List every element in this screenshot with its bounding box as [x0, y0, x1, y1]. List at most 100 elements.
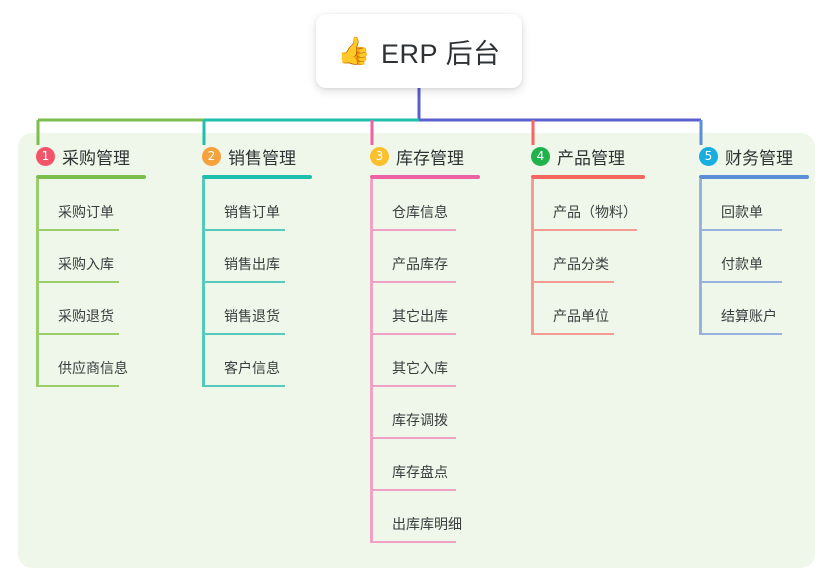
leaf-item-label: 供应商信息 — [58, 360, 128, 376]
branch-trunk-2 — [202, 179, 205, 387]
leaf-item-underline — [202, 385, 285, 387]
leaf-item[interactable]: 销售退货 — [202, 283, 299, 335]
leaf-item[interactable]: 销售订单 — [202, 179, 299, 231]
leaf-item-underline — [370, 489, 456, 491]
leaf-item[interactable]: 产品单位 — [531, 283, 628, 335]
leaf-item-label: 仓库信息 — [392, 204, 448, 220]
leaf-item-underline — [531, 333, 614, 335]
branch-underline-2 — [202, 175, 312, 179]
leaf-item-underline — [370, 229, 456, 231]
leaf-item[interactable]: 仓库信息 — [370, 179, 470, 231]
leaf-item-underline — [531, 229, 637, 231]
branch-trunk-3 — [370, 179, 373, 543]
leaf-item-label: 结算账户 — [721, 308, 777, 324]
leaf-item-label: 销售退货 — [224, 308, 280, 324]
branch-title-5: 财务管理 — [725, 148, 793, 168]
leaf-item-label: 采购退货 — [58, 308, 114, 324]
leaf-item[interactable]: 供应商信息 — [36, 335, 133, 387]
leaf-item-underline — [36, 333, 119, 335]
leaf-item-underline — [36, 385, 119, 387]
leaf-item-label: 客户信息 — [224, 360, 280, 376]
leaf-item[interactable]: 回款单 — [699, 179, 796, 231]
branch-header-5[interactable]: 5 财务管理 — [699, 143, 809, 169]
leaf-item-underline — [202, 281, 285, 283]
leaf-item[interactable]: 其它入库 — [370, 335, 470, 387]
leaf-item-label: 其它入库 — [392, 360, 448, 376]
leaf-item-label: 采购入库 — [58, 256, 114, 272]
leaf-item[interactable]: 其它出库 — [370, 283, 470, 335]
diagram-background-panel — [18, 133, 815, 568]
branch-underline-3 — [370, 175, 480, 179]
branch-underline-4 — [531, 175, 645, 179]
branch-leaf-list-3: 仓库信息产品库存其它出库其它入库库存调拨库存盘点出库库明细 — [370, 179, 480, 543]
leaf-item-label: 付款单 — [721, 256, 763, 272]
leaf-item[interactable]: 库存调拨 — [370, 387, 470, 439]
leaf-item-label: 库存盘点 — [392, 464, 448, 480]
root-node-card[interactable]: 👍 ERP 后台 — [316, 14, 522, 88]
leaf-item-label: 产品（物料） — [553, 204, 637, 220]
leaf-item[interactable]: 付款单 — [699, 231, 796, 283]
leaf-item-label: 其它出库 — [392, 308, 448, 324]
leaf-item-label: 销售出库 — [224, 256, 280, 272]
branch-badge-2: 2 — [202, 146, 221, 166]
branch-underline-1 — [36, 175, 146, 179]
branch-leaf-list-2: 销售订单销售出库销售退货客户信息 — [202, 179, 312, 387]
leaf-item[interactable]: 客户信息 — [202, 335, 299, 387]
branch-column-1: 1 采购管理采购订单采购入库采购退货供应商信息 — [36, 143, 146, 387]
leaf-item[interactable]: 产品（物料） — [531, 179, 651, 231]
leaf-item[interactable]: 库存盘点 — [370, 439, 470, 491]
leaf-item-label: 采购订单 — [58, 204, 114, 220]
leaf-item-underline — [699, 281, 782, 283]
leaf-item-label: 出库库明细 — [392, 516, 462, 532]
leaf-item[interactable]: 结算账户 — [699, 283, 796, 335]
leaf-item-label: 产品单位 — [553, 308, 609, 324]
leaf-item[interactable]: 采购退货 — [36, 283, 133, 335]
branch-leaf-list-5: 回款单付款单结算账户 — [699, 179, 809, 335]
branch-leaf-list-4: 产品（物料） 产品分类产品单位 — [531, 179, 645, 335]
branch-trunk-1 — [36, 179, 39, 387]
branch-badge-5: 5 — [699, 146, 718, 166]
leaf-item-underline — [370, 541, 456, 543]
branch-header-1[interactable]: 1 采购管理 — [36, 143, 146, 169]
branch-header-3[interactable]: 3 库存管理 — [370, 143, 480, 169]
branch-trunk-4 — [531, 179, 534, 335]
leaf-item[interactable]: 销售出库 — [202, 231, 299, 283]
leaf-item-underline — [699, 333, 782, 335]
branch-title-1: 采购管理 — [62, 148, 130, 168]
leaf-item-underline — [202, 229, 285, 231]
leaf-item-label: 产品库存 — [392, 256, 448, 272]
leaf-item-underline — [370, 437, 456, 439]
leaf-item-underline — [202, 333, 285, 335]
branch-column-3: 3 库存管理仓库信息产品库存其它出库其它入库库存调拨库存盘点出库库明细 — [370, 143, 480, 543]
leaf-item-underline — [36, 229, 119, 231]
branch-badge-3: 3 — [370, 146, 389, 166]
root-node-title: ERP 后台 — [381, 38, 501, 69]
leaf-item[interactable]: 采购订单 — [36, 179, 133, 231]
leaf-item-label: 库存调拨 — [392, 412, 448, 428]
leaf-item-label: 销售订单 — [224, 204, 280, 220]
leaf-item[interactable]: 产品库存 — [370, 231, 470, 283]
leaf-item-underline — [531, 281, 614, 283]
leaf-item-underline — [370, 333, 456, 335]
branch-title-4: 产品管理 — [557, 148, 625, 168]
leaf-item[interactable]: 产品分类 — [531, 231, 628, 283]
branch-title-3: 库存管理 — [396, 148, 464, 168]
leaf-item-underline — [370, 281, 456, 283]
branch-title-2: 销售管理 — [228, 148, 296, 168]
leaf-item-underline — [699, 229, 782, 231]
branch-trunk-5 — [699, 179, 702, 335]
leaf-item-underline — [36, 281, 119, 283]
thumbs-up-icon: 👍 — [337, 35, 372, 67]
leaf-item[interactable]: 出库库明细 — [370, 491, 470, 543]
leaf-item[interactable]: 采购入库 — [36, 231, 133, 283]
branch-underline-5 — [699, 175, 809, 179]
branch-column-5: 5 财务管理回款单付款单结算账户 — [699, 143, 809, 335]
leaf-item-label: 产品分类 — [553, 256, 609, 272]
branch-leaf-list-1: 采购订单采购入库采购退货供应商信息 — [36, 179, 146, 387]
branch-header-2[interactable]: 2 销售管理 — [202, 143, 312, 169]
branch-column-2: 2 销售管理销售订单销售出库销售退货客户信息 — [202, 143, 312, 387]
branch-badge-1: 1 — [36, 146, 55, 166]
